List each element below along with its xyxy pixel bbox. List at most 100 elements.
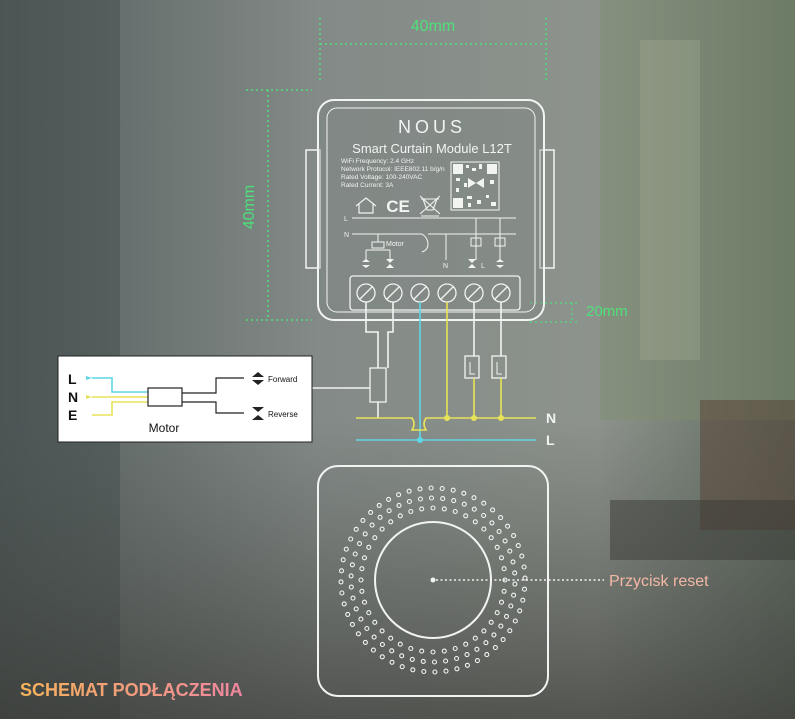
terminal-label-n: N	[443, 263, 448, 270]
vent-dot	[366, 544, 372, 550]
vent-dot	[492, 645, 498, 651]
vent-dot	[358, 616, 364, 622]
terminal-arrow-icons	[362, 259, 504, 268]
vent-dot	[498, 555, 505, 561]
motor-box: L N E Motor Forward Reverse	[57, 355, 313, 443]
dimension-height	[246, 89, 312, 321]
vent-dot	[500, 637, 506, 643]
vent-dot	[372, 535, 378, 541]
vent-dot	[417, 486, 423, 492]
vent-dot	[481, 512, 487, 519]
vent-dot	[379, 654, 385, 660]
vent-dot	[369, 522, 375, 528]
vent-dot	[483, 640, 489, 646]
vent-dot	[406, 488, 412, 494]
vent-dot	[450, 487, 456, 493]
dimension-width	[319, 18, 547, 82]
motor-input-n: N	[68, 389, 78, 405]
vent-dot	[397, 641, 403, 647]
vent-dot	[399, 653, 405, 659]
wires	[312, 302, 536, 443]
vent-dot	[408, 508, 414, 515]
spec-line: Network Protocol: IEEE802.11 b/g/n	[341, 166, 445, 173]
motor-output-forward: Forward	[268, 375, 297, 384]
vent-dot	[368, 509, 374, 515]
vent-dot	[353, 526, 359, 532]
vent-dot	[512, 581, 518, 587]
vent-dot	[515, 543, 521, 549]
vent-dot	[355, 631, 361, 637]
vent-dot	[349, 562, 355, 568]
vent-dot	[340, 557, 346, 563]
vent-dot	[356, 541, 363, 547]
vent-dot	[366, 610, 372, 616]
vent-dot	[371, 634, 377, 640]
page-title: SCHEMAT PODŁĄCZENIA	[20, 680, 243, 700]
module-front-view	[317, 465, 604, 697]
vent-dot	[440, 496, 446, 502]
vent-dot	[339, 590, 345, 596]
vent-dot	[452, 508, 458, 515]
vent-dot	[489, 520, 495, 526]
dimension-height-label: 40mm	[241, 185, 258, 229]
vent-dot	[364, 625, 370, 632]
vent-dot	[430, 505, 436, 511]
vent-dot	[461, 501, 467, 507]
vent-dot	[471, 495, 477, 501]
vent-dot	[472, 519, 478, 525]
mains-label-l: L	[546, 432, 555, 448]
vent-dot	[362, 531, 368, 537]
vent-dot	[406, 498, 412, 505]
vent-dot	[359, 566, 365, 572]
vent-dot	[408, 645, 414, 652]
weee-icon	[419, 195, 441, 217]
vent-dot	[348, 536, 354, 542]
vent-dot	[491, 632, 497, 638]
vent-dot	[421, 668, 427, 675]
vent-dot	[341, 601, 347, 607]
vent-dot	[338, 579, 344, 585]
vent-dot	[386, 496, 392, 502]
schematic-label-n: N	[344, 232, 349, 239]
dimension-width-label: 40mm	[411, 18, 455, 35]
vent-dot	[386, 508, 392, 514]
spec-line: Rated Voltage: 100-240VAC	[341, 174, 422, 181]
vent-dot	[494, 544, 500, 550]
spec-line: Rated Current: 3A	[341, 182, 394, 189]
vent-dot	[511, 592, 517, 598]
vent-dot	[348, 573, 354, 579]
dimension-depth	[530, 302, 580, 323]
vent-dot	[362, 639, 368, 645]
vent-dot	[512, 618, 518, 624]
vent-dot	[517, 608, 523, 614]
dimension-depth-label: 20mm	[586, 303, 628, 320]
vent-dot	[481, 628, 487, 634]
vent-dot	[410, 667, 416, 673]
vent-dot	[474, 658, 480, 664]
vent-dot	[520, 597, 526, 603]
vent-dot	[452, 645, 458, 652]
vent-dot	[345, 611, 351, 617]
vent-dot	[508, 603, 514, 609]
vent-dot	[360, 517, 366, 523]
vent-dot	[507, 548, 513, 554]
vent-dot	[343, 546, 349, 552]
schematic-label-motor: Motor	[386, 241, 405, 248]
terminal-label-l: L	[481, 263, 485, 270]
curtain-module: NOUS Smart Curtain Module L12T WiFi Freq…	[305, 99, 555, 321]
vent-dot	[463, 513, 469, 519]
vent-dot	[481, 526, 487, 532]
vent-dot	[511, 533, 517, 539]
vent-dot	[474, 646, 480, 652]
vent-dot	[464, 662, 470, 668]
house-icon	[355, 197, 377, 214]
vent-dot	[370, 647, 376, 653]
vent-dot	[454, 655, 460, 662]
vent-dot	[461, 490, 467, 496]
reverse-icon	[252, 407, 264, 420]
vent-dot	[409, 656, 415, 662]
vent-dot	[348, 584, 354, 590]
vent-dot	[428, 485, 434, 491]
vent-dot	[372, 619, 378, 625]
